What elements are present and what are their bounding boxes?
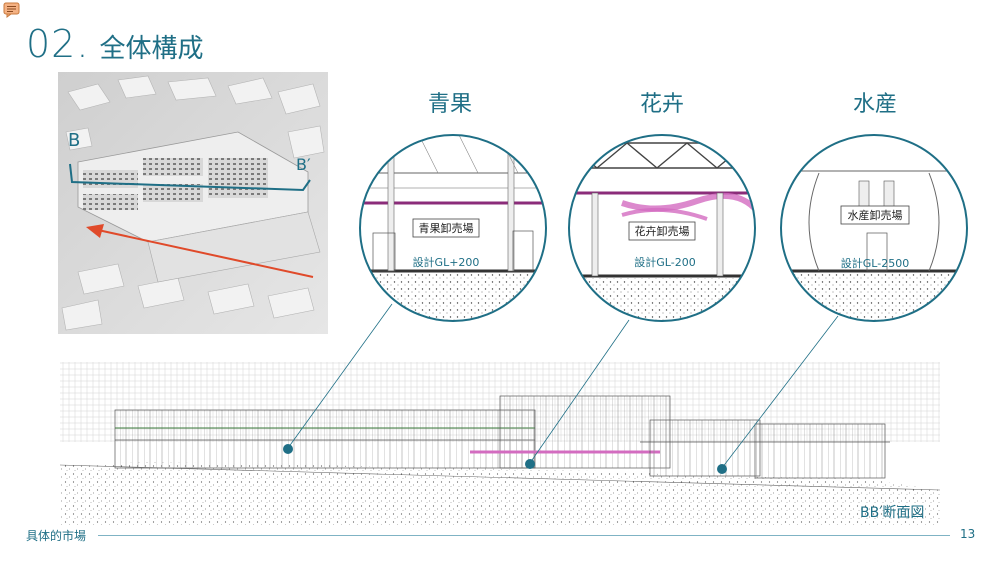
slide-heading: 02. 全体構成 (26, 22, 203, 66)
market-label-suisan: 水産卸売場 (848, 208, 903, 222)
section-caption: BB′断面図 (860, 505, 925, 521)
page-number: 13 (960, 527, 976, 541)
page-title: 全体構成 (99, 34, 204, 64)
marker-seika (283, 444, 293, 454)
level-label-suisan: 設計GL-2500 (841, 256, 909, 270)
section-label-kaki: 花卉 (639, 92, 684, 117)
section-label-suisan: 水産 (852, 92, 897, 117)
site-model-image: B B′ (58, 72, 328, 334)
market-label-kaki: 花卉卸売場 (635, 224, 690, 238)
footer-title: 具体的市場 (26, 529, 87, 543)
comment-icon[interactable] (3, 2, 21, 18)
detail-circle-seika: 青果卸売場 設計GL+200 (359, 134, 547, 322)
model-label-b-prime: B′ (296, 155, 311, 174)
marker-suisan (717, 464, 727, 474)
model-label-b: B (68, 130, 80, 151)
section-label-seika: 青果 (427, 92, 472, 117)
market-label-seika: 青果卸売場 (419, 221, 474, 235)
level-label-kaki: 設計GL-200 (634, 255, 695, 269)
footer-divider (98, 535, 950, 536)
section-number: 02. (26, 22, 90, 66)
detail-circle-kaki: 花卉卸売場 設計GL-200 (568, 134, 756, 322)
marker-kaki (525, 459, 535, 469)
level-label-seika: 設計GL+200 (413, 255, 480, 269)
detail-circle-suisan: 水産卸売場 設計GL-2500 (780, 134, 968, 322)
